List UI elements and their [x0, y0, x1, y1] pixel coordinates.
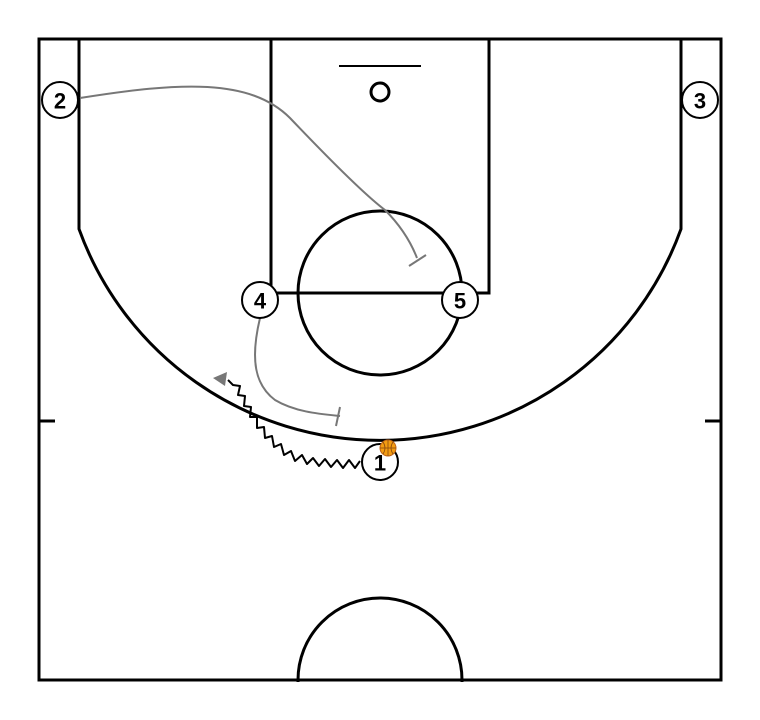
player-3-circle — [681, 81, 719, 119]
player-5[interactable]: 5 — [441, 281, 479, 319]
player-4-label: 4 — [254, 289, 267, 314]
player-2-circle — [41, 81, 79, 119]
free-throw-lane — [269, 39, 491, 295]
center-circle — [296, 596, 464, 720]
player-5-circle — [441, 281, 479, 319]
player-4-circle — [241, 281, 279, 319]
basketball-icon — [379, 439, 397, 457]
player-2-label: 2 — [54, 89, 66, 114]
player-5-label: 5 — [454, 289, 466, 314]
player-1[interactable]: 1 — [361, 439, 399, 481]
cut-path-player-4 — [254, 317, 341, 417]
cut-path-player-2 — [79, 85, 418, 259]
three-point-line — [77, 39, 683, 442]
arrow-head-icon — [213, 372, 227, 386]
court-boundary — [37, 37, 723, 682]
rim — [369, 81, 391, 103]
player-1-label: 1 — [374, 451, 386, 476]
dribble-path-player-1 — [227, 379, 361, 469]
player-4[interactable]: 4 — [241, 281, 279, 319]
player-2[interactable]: 2 — [41, 81, 79, 119]
player-3-label: 3 — [694, 89, 706, 114]
player-3[interactable]: 3 — [681, 81, 719, 119]
screen-bar-icon — [408, 254, 427, 267]
screen-bar-icon — [335, 406, 341, 427]
below-court-area — [0, 682, 760, 720]
